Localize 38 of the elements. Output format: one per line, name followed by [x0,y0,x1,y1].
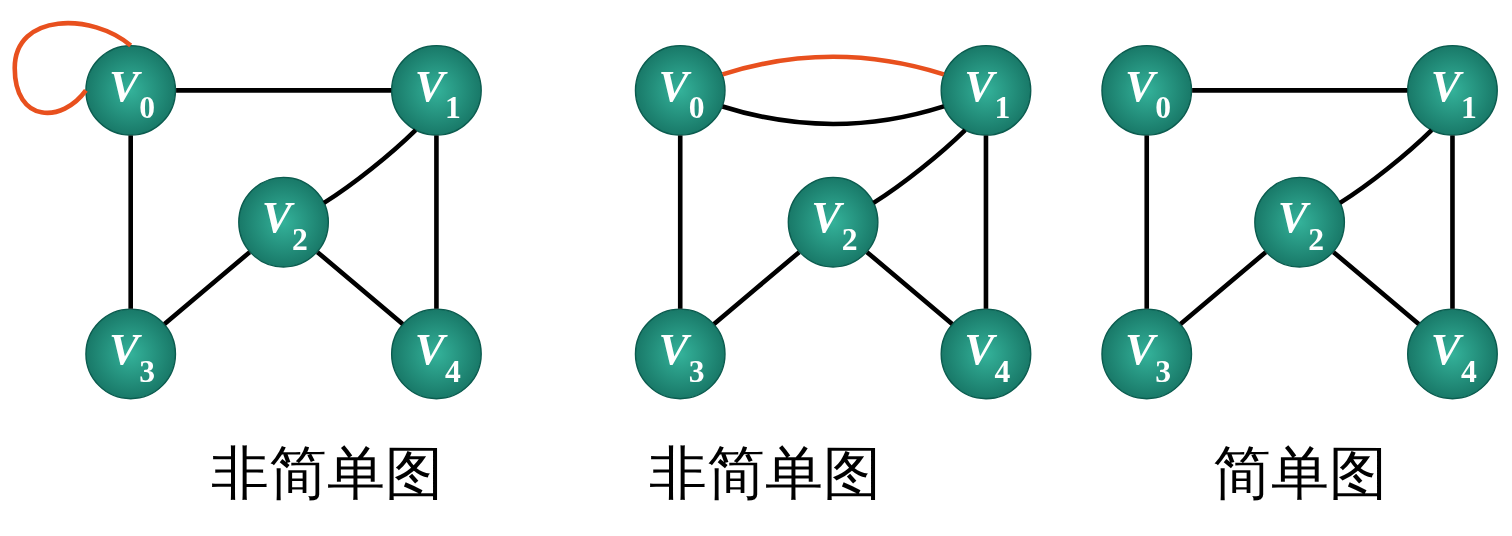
node-circle: V$_{1}$ [1407,44,1498,136]
connector [12,20,133,115]
connector [1144,134,1150,309]
node-circle: V$_{4}$ [1407,308,1498,399]
connector [865,249,954,326]
connector [1192,87,1408,93]
node-circle: V$_{2}$ [787,176,879,268]
connector [721,103,945,126]
node-circle: V$_{0}$ [85,44,177,136]
connector [128,134,133,309]
node-circle: V$_{4}$ [390,308,482,399]
connector [872,127,967,205]
connector [163,249,252,326]
label: 非简单图 [648,438,881,507]
node-circle: V$_{3}$ [634,308,726,399]
connector [1450,134,1455,309]
label: 非简单图 [211,438,444,507]
node-circle: V$_{4}$ [940,308,1032,399]
node-circle: V$_{1}$ [940,44,1032,136]
connector [721,54,945,77]
node-circle: V$_{1}$ [390,44,482,136]
connector [1338,127,1434,205]
label: 简单图 [1212,438,1387,507]
connector [176,87,392,93]
node-circle: V$_{2}$ [1254,176,1346,268]
node-circle: V$_{3}$ [1101,308,1193,399]
node-circle: V$_{2}$ [238,176,330,268]
node-circle: V$_{3}$ [85,308,177,399]
connector [983,134,989,309]
connector [316,249,405,326]
connector [1179,249,1268,326]
node-circle: V$_{0}$ [634,44,726,136]
connector [434,134,439,309]
connector [677,134,683,309]
connector [322,127,418,205]
node-circle: V$_{0}$ [1101,44,1193,136]
connector [1332,249,1421,326]
connector [712,249,801,326]
